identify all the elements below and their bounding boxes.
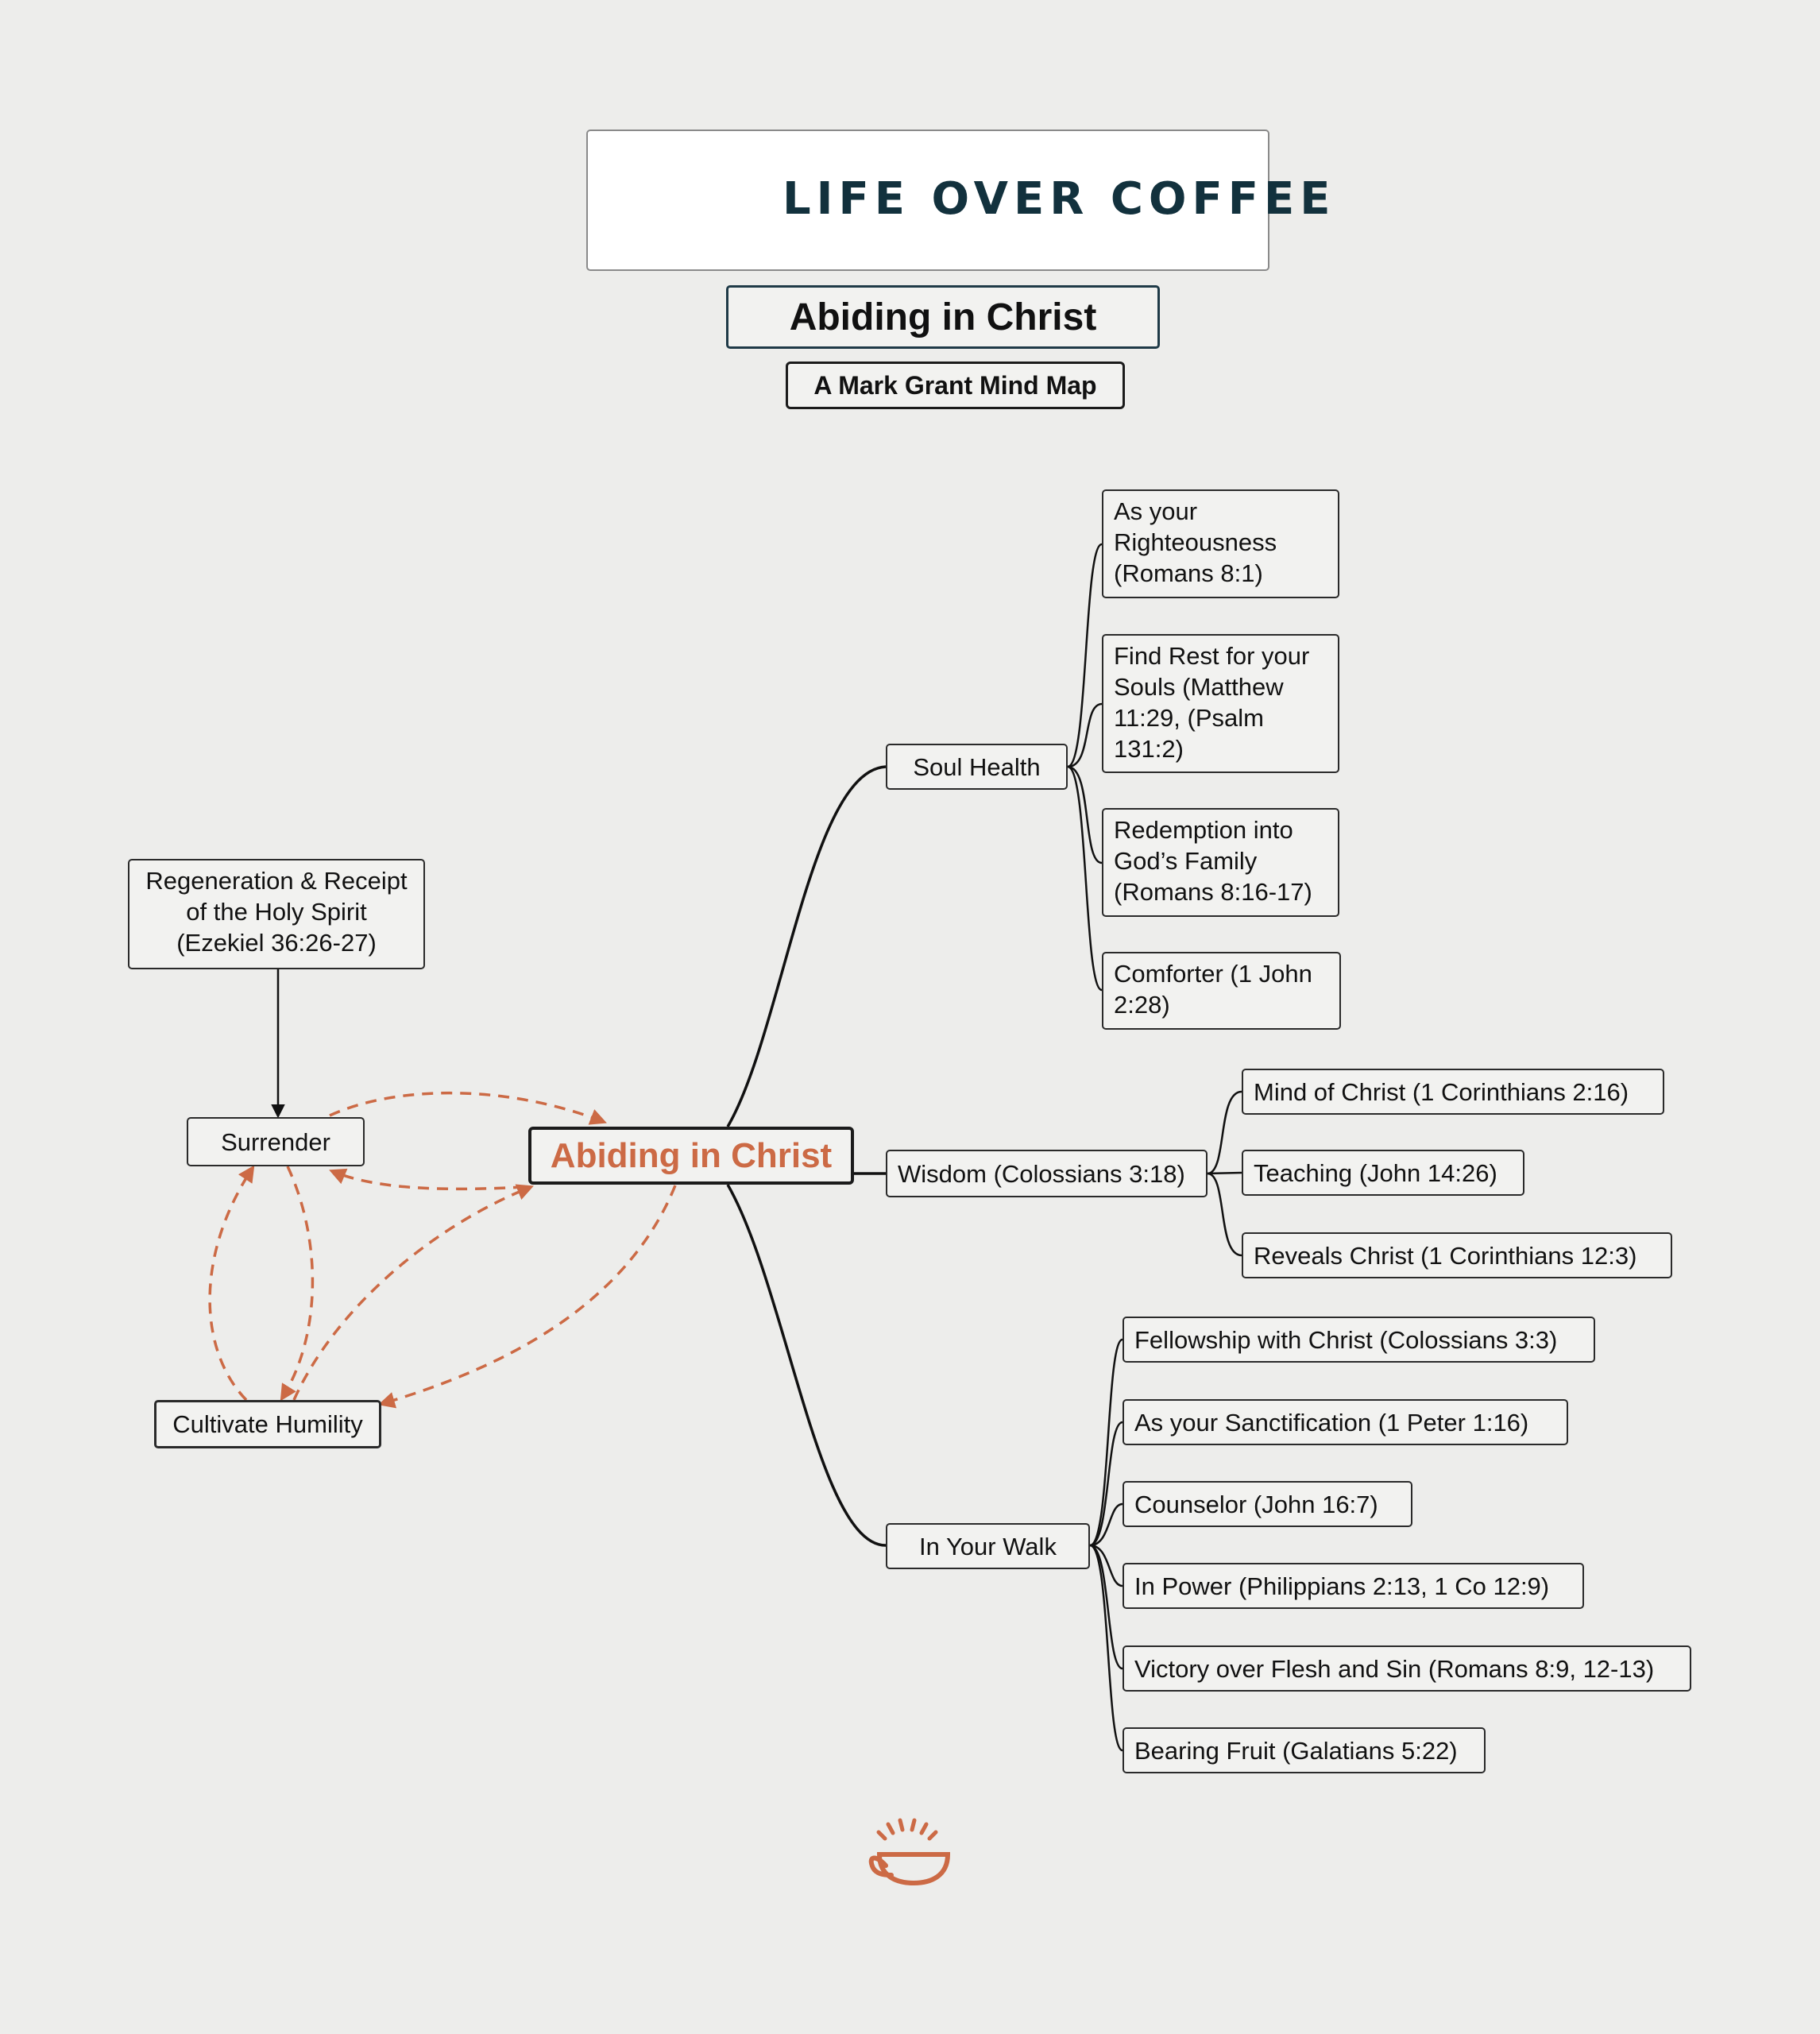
leaf-reveals-christ[interactable]: Reveals Christ (1 Corinthians 12:3) <box>1242 1232 1672 1278</box>
leaf-counselor[interactable]: Counselor (John 16:7) <box>1123 1481 1412 1527</box>
leaf-teaching[interactable]: Teaching (John 14:26) <box>1242 1150 1524 1196</box>
node-surrender[interactable]: Surrender <box>187 1117 365 1166</box>
main-branch-lines <box>726 765 887 1547</box>
leaf-fellowship[interactable]: Fellowship with Christ (Colossians 3:3) <box>1123 1317 1595 1363</box>
wisdom-sub-lines <box>1207 1090 1242 1257</box>
page-subtitle: A Mark Grant Mind Map <box>786 362 1125 409</box>
relationship-dashed-arrows <box>208 1092 677 1409</box>
branch-wisdom[interactable]: Wisdom (Colossians 3:18) <box>886 1150 1208 1197</box>
footer-coffee-cup-icon <box>868 1818 951 1886</box>
leaf-bearing-fruit[interactable]: Bearing Fruit (Galatians 5:22) <box>1123 1727 1486 1773</box>
branch-soul-health[interactable]: Soul Health <box>886 744 1068 790</box>
central-node[interactable]: Abiding in Christ <box>528 1127 854 1185</box>
brand-name: LIFE OVER COFFEE <box>782 173 1336 225</box>
leaf-sanctification[interactable]: As your Sanctification (1 Peter 1:16) <box>1123 1399 1568 1445</box>
branch-in-your-walk[interactable]: In Your Walk <box>886 1523 1090 1569</box>
node-regeneration[interactable]: Regeneration & Receipt of the Holy Spiri… <box>128 859 425 969</box>
node-cultivate-humility[interactable]: Cultivate Humility <box>154 1400 381 1448</box>
soul-health-sub-lines <box>1067 543 1103 992</box>
walk-sub-lines <box>1089 1338 1123 1752</box>
logo-banner <box>586 130 1269 271</box>
leaf-comforter[interactable]: Comforter (1 John 2:28) <box>1102 952 1341 1030</box>
leaf-mind-of-christ[interactable]: Mind of Christ (1 Corinthians 2:16) <box>1242 1069 1664 1115</box>
leaf-find-rest[interactable]: Find Rest for your Souls (Matthew 11:29,… <box>1102 634 1339 773</box>
leaf-righteousness[interactable]: As your Righteousness (Romans 8:1) <box>1102 489 1339 598</box>
leaf-redemption[interactable]: Redemption into God’s Family (Romans 8:1… <box>1102 808 1339 917</box>
page-title: Abiding in Christ <box>726 285 1160 349</box>
leaf-victory[interactable]: Victory over Flesh and Sin (Romans 8:9, … <box>1123 1645 1691 1692</box>
leaf-in-power[interactable]: In Power (Philippians 2:13, 1 Co 12:9) <box>1123 1563 1584 1609</box>
